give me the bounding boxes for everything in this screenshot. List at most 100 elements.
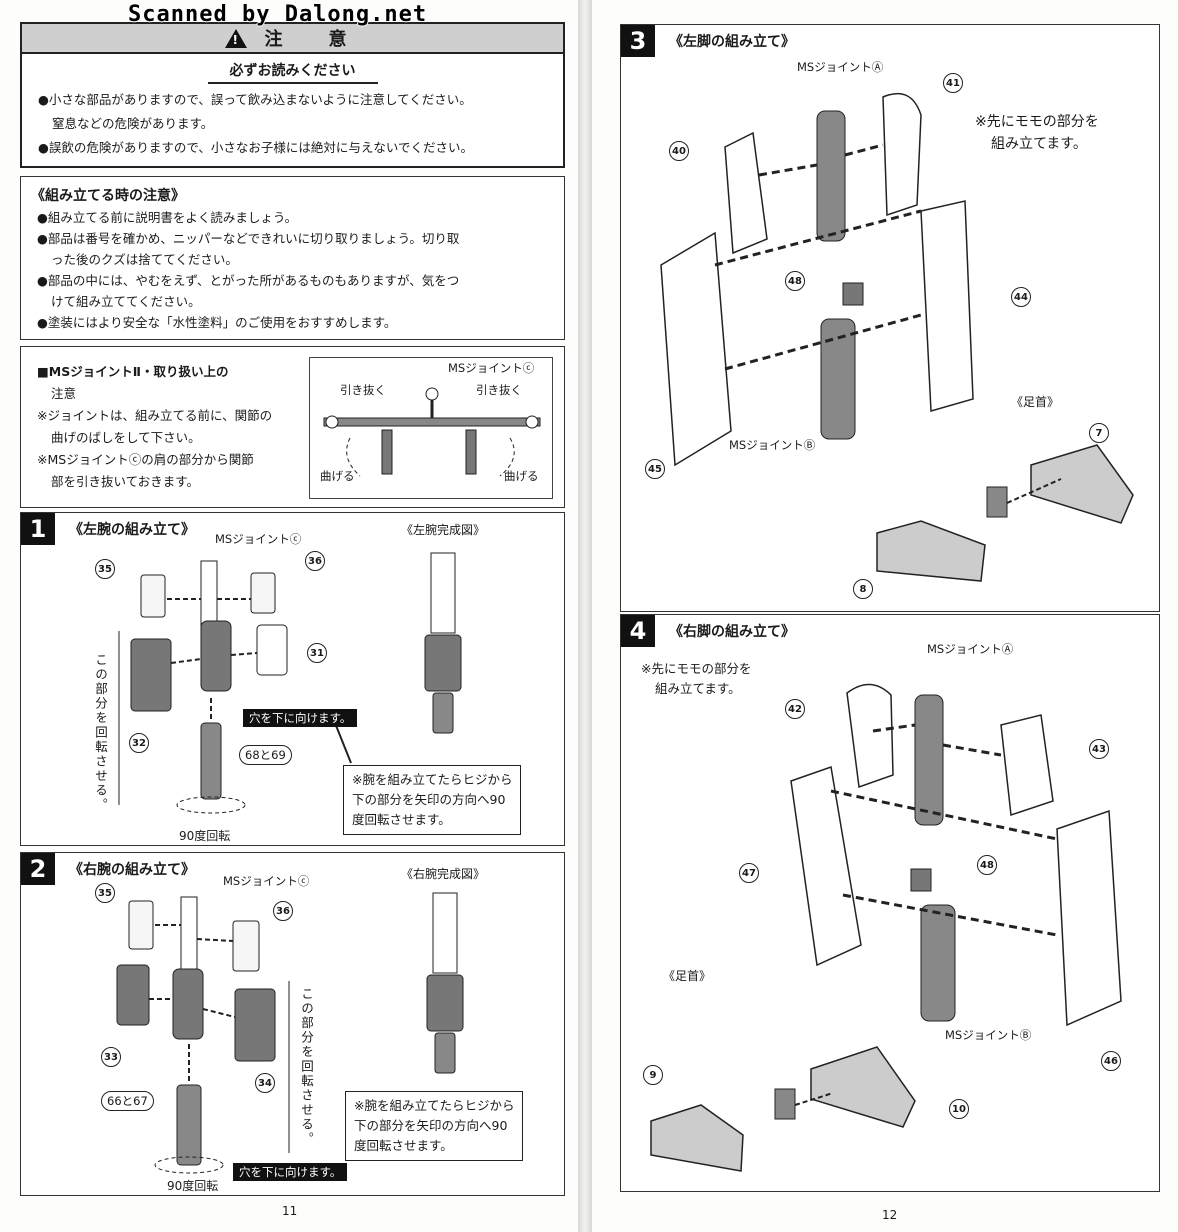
joint-c-label: MSジョイントⓒ (215, 532, 302, 546)
caution-line: 窒息などの危険があります。 (52, 116, 214, 131)
part-number: 48 (785, 271, 805, 291)
part-number: 36 (273, 901, 293, 921)
pull-left-label: 引き抜く (340, 383, 386, 397)
notes-line: った後のクズは捨ててください。 (51, 252, 238, 267)
warning-icon (224, 28, 247, 48)
part-number: 66と67 (101, 1091, 154, 1111)
notes-line: ●部品は番号を確かめ、ニッパーなどできれいに切り取りましょう。切り取 (37, 231, 460, 246)
complete-label: 《左腕完成図》 (401, 523, 486, 537)
part-number: 32 (129, 733, 149, 753)
step-number: 2 (21, 853, 55, 885)
right-leg-illustration (650, 683, 1122, 1172)
notes-title: 《組み立てる時の注意》 (31, 188, 185, 204)
assembly-notes-box: 《組み立てる時の注意》 ●組み立てる前に説明書をよく読みましょう。 ●部品は番号… (20, 176, 565, 340)
joint-line: 部を引き抜いておきます。 (51, 474, 200, 489)
note-bubble: ※腕を組み立てたらヒジから 下の部分を矢印の方向へ90 度回転させます。 (343, 765, 522, 835)
part-number: 34 (255, 1073, 275, 1093)
notes-line: けて組み立ててください。 (51, 294, 201, 309)
joint-diagram-illustration (323, 387, 541, 477)
note-line: ※先にモモの部分を (975, 114, 1099, 130)
step-1-left-arm: 1 《左腕の組み立て》 《左腕完成図》 MSジョイントⓒ 35 36 31 32… (20, 512, 565, 846)
step-title: 《右脚の組み立て》 (669, 624, 795, 640)
notes-line: ●部品の中には、やむをえず、とがった所があるものもありますが、気をつ (37, 273, 460, 288)
part-number: 31 (307, 643, 327, 663)
thigh-note: ※先にモモの部分を 組み立てます。 (641, 659, 751, 699)
part-number: 45 (645, 459, 665, 479)
hole-down-tag: 穴を下に向けます。 (233, 1163, 348, 1181)
step-4-right-leg: 4 《右脚の組み立て》 MSジョイントⒶ MSジョイントⒷ ※先にモモの部分を … (620, 614, 1160, 1192)
part-number: 8 (853, 579, 873, 599)
rotate-note: この部分を回転させる。 (299, 987, 314, 1147)
step-number: 1 (21, 513, 55, 545)
part-number: 9 (643, 1065, 663, 1085)
hole-down-tag: 穴を下に向けます。 (243, 709, 358, 727)
part-number: 35 (95, 883, 115, 903)
part-number: 68と69 (239, 745, 292, 765)
part-number: 43 (1089, 739, 1109, 759)
caution-title: 注 意 (264, 29, 361, 50)
joint-heading-2: 注意 (51, 386, 77, 401)
note-line: 組み立てます。 (655, 681, 741, 696)
note-line: 度回転させます。 (352, 812, 451, 827)
note-line: 組み立てます。 (991, 136, 1087, 152)
note-line: ※先にモモの部分を (641, 661, 752, 676)
caution-line: ●誤飲の危険がありますので、小さなお子様には絶対に与えないでください。 (38, 140, 474, 155)
joint-line: 曲げのばしをして下さい。 (51, 430, 201, 445)
step-title: 《右腕の組み立て》 (69, 862, 195, 878)
note-line: 下の部分を矢印の方向へ90 (352, 792, 506, 807)
left-leg-illustration (660, 92, 1134, 582)
right-arm-illustration (116, 892, 464, 1174)
joint-a-label: MSジョイントⒶ (927, 642, 1014, 656)
rotate-note: この部分を回転させる。 (93, 653, 108, 813)
pull-right-label: 引き抜く (476, 383, 522, 397)
notes-lines: ●組み立てる前に説明書をよく読みましょう。 ●部品は番号を確かめ、ニッパーなどで… (31, 207, 554, 333)
rotate-90-label: 90度回転 (179, 829, 231, 843)
joint-a-label: MSジョイントⒶ (797, 60, 884, 74)
joint-c-label: MSジョイントⓒ (223, 874, 310, 888)
left-arm-illustration (118, 552, 462, 814)
caution-line: ●小さな部品がありますので、誤って飲み込まないように注意してください。 (38, 92, 472, 107)
step-title: 《左腕の組み立て》 (69, 522, 195, 538)
joint-caution-section: ■MSジョイントⅡ・取り扱い上の 注意 ※ジョイントは、組み立てる前に、関節の … (20, 346, 565, 508)
part-number: 35 (95, 559, 115, 579)
joint-heading: ■MSジョイントⅡ・取り扱い上の (37, 364, 229, 379)
part-number: 47 (739, 863, 759, 883)
ankle-label: 《足首》 (663, 969, 712, 983)
part-number: 44 (1011, 287, 1031, 307)
notes-line: ●塗装にはより安全な「水性塗料」のご使用をおすすめします。 (37, 315, 397, 330)
joint-text: ■MSジョイントⅡ・取り扱い上の 注意 ※ジョイントは、組み立てる前に、関節の … (37, 361, 297, 493)
step-number: 3 (621, 25, 655, 57)
part-number: 7 (1089, 423, 1109, 443)
part-number: 40 (669, 141, 689, 161)
note-line: ※腕を組み立てたらヒジから (354, 1098, 515, 1113)
note-line: 下の部分を矢印の方向へ90 (354, 1118, 508, 1133)
page-number-right: 12 (882, 1208, 898, 1222)
note-line: 度回転させます。 (354, 1138, 453, 1153)
part-number: 33 (101, 1047, 121, 1067)
part-number: 46 (1101, 1051, 1121, 1071)
note-line: ※腕を組み立てたらヒジから (352, 772, 513, 787)
joint-line: ※MSジョイントⓒの肩の部分から関節 (37, 452, 254, 467)
rotate-90-label: 90度回転 (167, 1179, 219, 1193)
step-2-right-arm: 2 《右腕の組み立て》 《右腕完成図》 MSジョイントⓒ 35 36 33 34… (20, 852, 565, 1196)
note-bubble: ※腕を組み立てたらヒジから 下の部分を矢印の方向へ90 度回転させます。 (345, 1091, 524, 1161)
bend-left-label: 曲げる (320, 469, 355, 483)
page-gutter (578, 0, 592, 1232)
caution-box: 注 意 必ずお読みください ●小さな部品がありますので、誤って飲み込まないように… (20, 22, 565, 168)
thigh-note: ※先にモモの部分を 組み立てます。 (975, 111, 1099, 155)
caution-subtitle: 必ずお読みください (207, 60, 378, 84)
joint-diagram: MSジョイントⓒ 引き抜く 引き抜く 曲げる 曲げる (309, 357, 553, 499)
caution-lines: ●小さな部品がありますので、誤って飲み込まないように注意してください。 窒息など… (22, 88, 563, 160)
step-title: 《左脚の組み立て》 (669, 34, 795, 50)
ankle-label: 《足首》 (1011, 395, 1060, 409)
complete-label: 《右腕完成図》 (401, 867, 486, 881)
part-number: 41 (943, 73, 963, 93)
bend-right-label: 曲げる (504, 469, 539, 483)
step-number: 4 (621, 615, 655, 647)
joint-line: ※ジョイントは、組み立てる前に、関節の (37, 408, 273, 423)
part-number: 42 (785, 699, 805, 719)
caution-header: 注 意 (22, 24, 563, 54)
part-number: 48 (977, 855, 997, 875)
scan-credit: Scanned by Dalong.net (128, 2, 428, 27)
joint-b-label: MSジョイントⒷ (729, 438, 816, 452)
